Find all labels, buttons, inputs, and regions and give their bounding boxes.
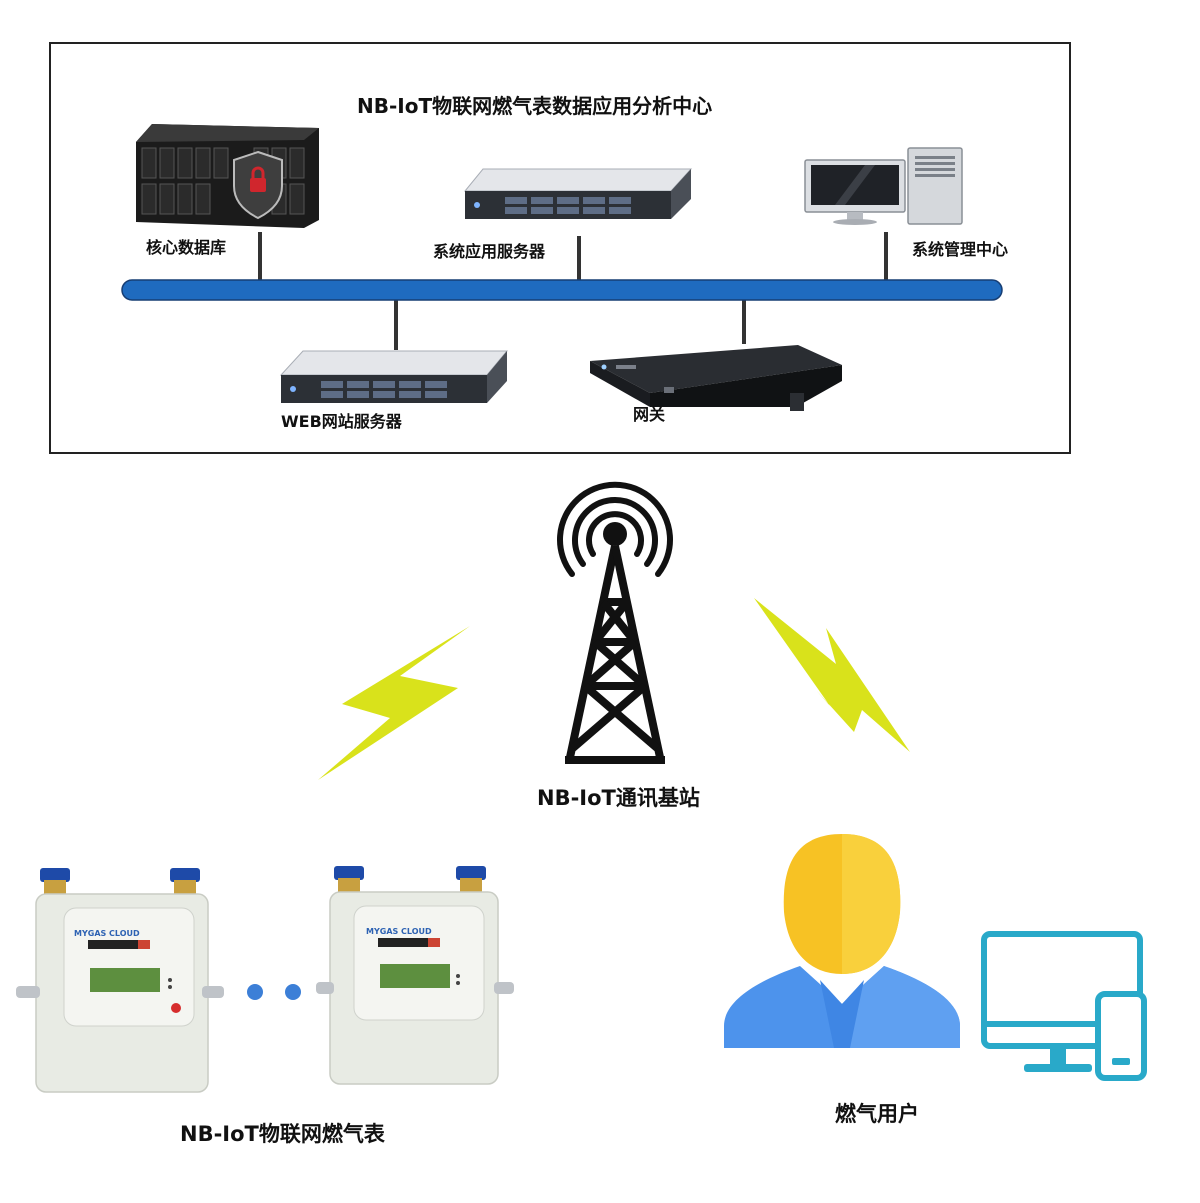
gas-meters-label: NB-IoT物联网燃气表 [180, 1122, 385, 1146]
cell-tower-icon [557, 481, 673, 764]
devices-icon [981, 931, 1147, 1081]
web-server-icon [279, 350, 509, 403]
gas-meter-icon: MYGAS CLOUD [316, 866, 514, 1085]
app-server-label: 系统应用服务器 [433, 242, 546, 261]
gas-meter-icon: MYGAS CLOUD [16, 868, 224, 1093]
gas-user-label: 燃气用户 [835, 1102, 919, 1126]
gateway-icon [590, 345, 842, 411]
management-pc-icon [804, 147, 963, 225]
data-center-title: NB-IoT物联网燃气表数据应用分析中心 [357, 94, 713, 118]
core-database-label: 核心数据库 [146, 238, 227, 257]
web-server-label: WEB网站服务器 [281, 412, 402, 431]
management-center-label: 系统管理中心 [912, 240, 1009, 259]
lightning-left-icon [318, 626, 470, 780]
user-avatar-icon [724, 834, 960, 1048]
gateway-label: 网关 [633, 405, 666, 424]
network-bus [121, 232, 1003, 350]
app-server-icon [463, 168, 693, 219]
meter-ellipsis [247, 984, 301, 1000]
core-database-icon [136, 124, 319, 228]
meter-brand-text: MYGAS CLOUD [74, 929, 140, 938]
meter-brand-text: MYGAS CLOUD [366, 927, 432, 936]
lightning-right-icon [754, 598, 910, 752]
base-station-label: NB-IoT通讯基站 [537, 786, 700, 810]
data-center-frame [49, 42, 1071, 454]
